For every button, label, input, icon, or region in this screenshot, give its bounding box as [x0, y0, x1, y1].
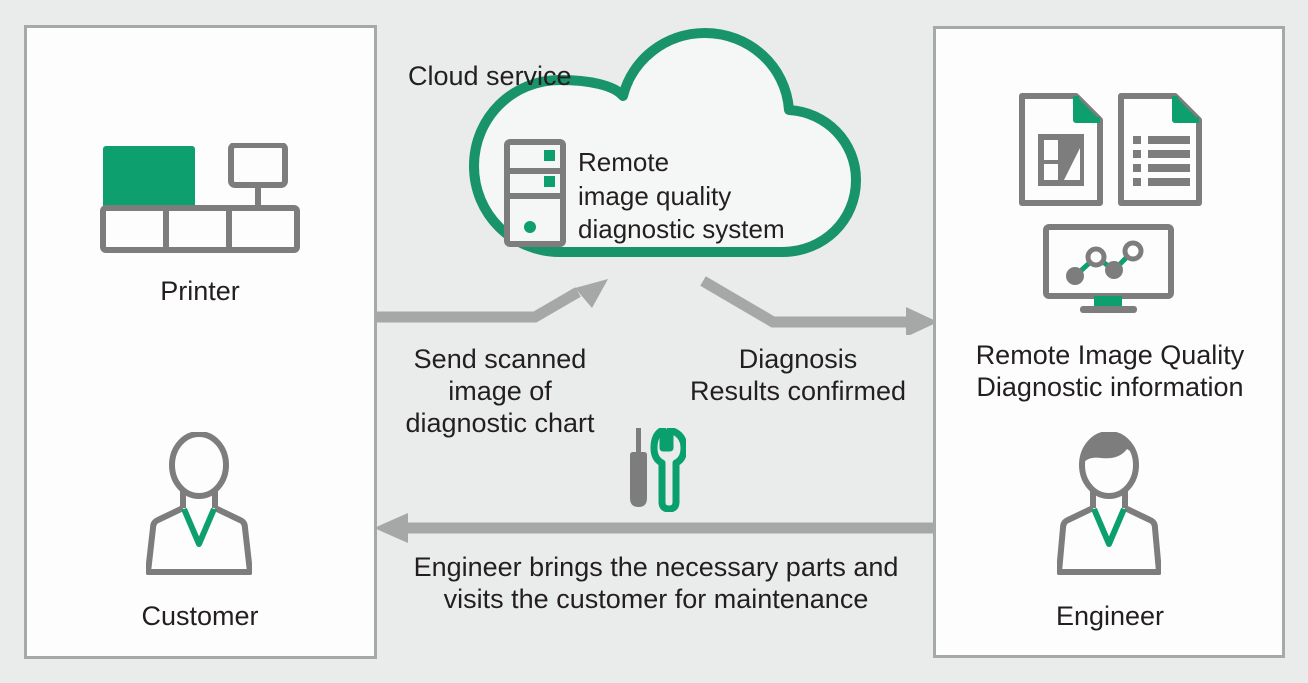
printer-icon	[100, 143, 300, 253]
document-pair-icon	[1019, 93, 1202, 206]
cloud-icon	[469, 28, 861, 257]
person-engineer-icon	[1057, 432, 1161, 575]
printer-label: Printer	[160, 276, 240, 306]
flow-label-engineer-visit: Engineer brings the necessary parts and …	[413, 552, 899, 615]
cloud-system-name: Remote image quality diagnostic system	[578, 147, 785, 245]
screwdriver-wrench-icon	[630, 428, 686, 512]
server-rack-icon	[504, 139, 566, 247]
customer-label: Customer	[141, 601, 259, 631]
engineer-label: Engineer	[1055, 601, 1165, 631]
arrow-left-icon	[374, 513, 935, 543]
remote-info-label: Remote Image Quality Diagnostic informat…	[975, 340, 1245, 403]
cloud-service-title: Cloud service	[408, 61, 572, 91]
flow-label-diagnosis: Diagnosis Results confirmed	[689, 344, 907, 406]
person-customer-icon	[146, 432, 252, 575]
flow-label-send-scan: Send scanned image of diagnostic chart	[405, 344, 595, 438]
monitor-line-chart-icon	[1043, 224, 1174, 313]
